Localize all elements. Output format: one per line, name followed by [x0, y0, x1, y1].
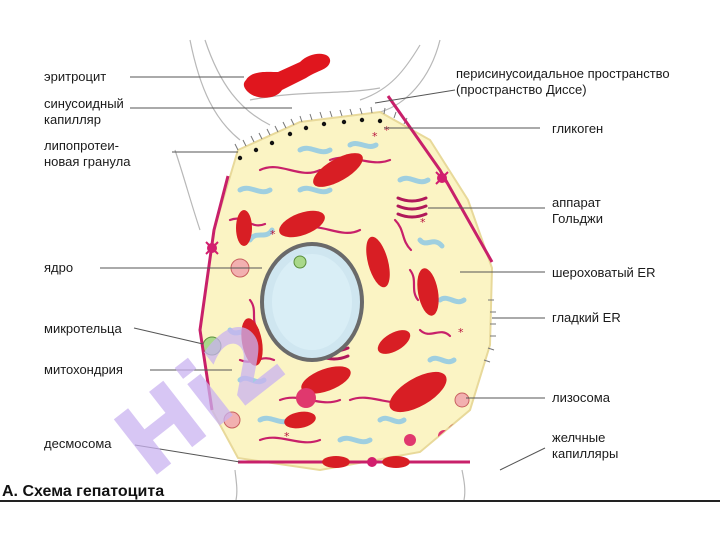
label-glycogen: гликоген [552, 121, 603, 136]
label-rough-er: шероховатый ER [552, 265, 656, 280]
svg-text:*: * [384, 124, 390, 137]
label-bile-line2: капилляры [552, 446, 618, 461]
lipoprotein-granules [237, 117, 383, 161]
label-microbody: микротельца [44, 321, 122, 336]
label-lysosome: лизосома [552, 390, 611, 405]
label-golgi-line2: Гольджи [552, 211, 603, 226]
svg-text:*: * [372, 130, 378, 143]
label-lipoprotein-line2: новая гранула [44, 154, 131, 169]
label-bile-line1: желчные [552, 430, 605, 445]
bile-canaliculus [238, 456, 470, 468]
svg-text:*: * [420, 216, 426, 229]
smooth-er [227, 141, 467, 445]
microvilli [234, 106, 496, 363]
stroma-outline [234, 469, 466, 501]
label-sinusoid-line2: капилляр [44, 112, 101, 127]
label-smooth-er: гладкий ER [552, 310, 621, 325]
label-sinusoid-line1: синусоидный [44, 96, 124, 111]
microbodies [202, 255, 307, 356]
figure-caption: А. Схема гепатоцита [2, 483, 164, 500]
label-nucleus: ядро [44, 260, 73, 275]
label-lipoprotein-line1: липопротеи- [44, 138, 119, 153]
glycogen-granules: * * * * * * [270, 124, 464, 443]
label-golgi-line1: аппарат [552, 195, 601, 210]
svg-text:*: * [270, 228, 276, 241]
erythrocyte [243, 53, 331, 98]
label-perisinusoidal-line2: (пространство Диссе) [456, 82, 587, 97]
label-mitochondrion: митохондрия [44, 362, 123, 377]
leader-lines [100, 76, 546, 471]
desmosomes [205, 171, 449, 467]
label-desmosome: десмосома [44, 436, 112, 451]
label-erythrocyte: эритроцит [44, 69, 106, 84]
label-perisinusoidal-line1: перисинусоидальное пространство [456, 66, 670, 81]
svg-text:*: * [284, 430, 290, 443]
nucleus [260, 242, 364, 362]
svg-text:*: * [458, 326, 464, 339]
mitochondria [236, 153, 447, 429]
